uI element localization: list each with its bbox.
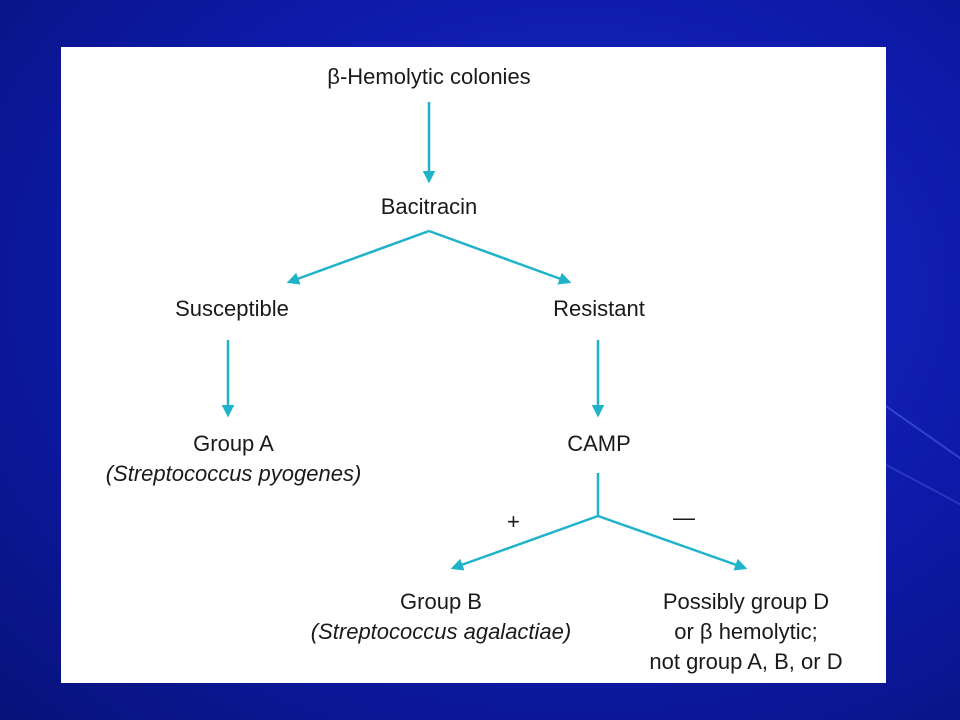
flowchart-edges [221,102,748,571]
node-other-line2: or β hemolytic; [674,619,818,644]
node-root-label: β-Hemolytic colonies [327,64,531,89]
node-resistant-label: Resistant [553,296,645,321]
node-group-a-species: (Streptococcus pyogenes) [105,461,362,486]
node-bacitracin-label: Bacitracin [380,194,478,219]
node-susceptible: Susceptible [132,294,332,324]
diagram-panel: β-Hemolytic colonies Bacitracin Suscepti… [61,47,886,683]
edge-label-positive: + [507,509,520,534]
node-susceptible-label: Susceptible [175,296,289,321]
node-group-a-line1: Group A [193,431,274,456]
node-resistant: Resistant [499,294,699,324]
edge-camp-to-other [597,514,748,571]
edge-camp-to-group-b [450,514,599,571]
node-group-b-line1: Group B [400,589,482,614]
node-other: Possibly group D or β hemolytic; not gro… [616,587,876,677]
node-bacitracin: Bacitracin [329,192,529,222]
edge-label-negative: — [673,505,695,530]
node-camp-label: CAMP [567,431,631,456]
node-group-b-species: (Streptococcus agalactiae) [310,619,572,644]
edge-bacitracin-to-susceptible [286,229,430,285]
node-other-line3: not group A, B, or D [649,649,843,674]
node-other-line1: Possibly group D [662,589,830,614]
node-group-a: Group A (Streptococcus pyogenes) [61,429,406,489]
node-group-b: Group B (Streptococcus agalactiae) [271,587,611,647]
node-camp: CAMP [519,429,679,459]
edge-bacitracin-to-resistant [428,229,572,285]
node-root: β-Hemolytic colonies [279,62,579,92]
